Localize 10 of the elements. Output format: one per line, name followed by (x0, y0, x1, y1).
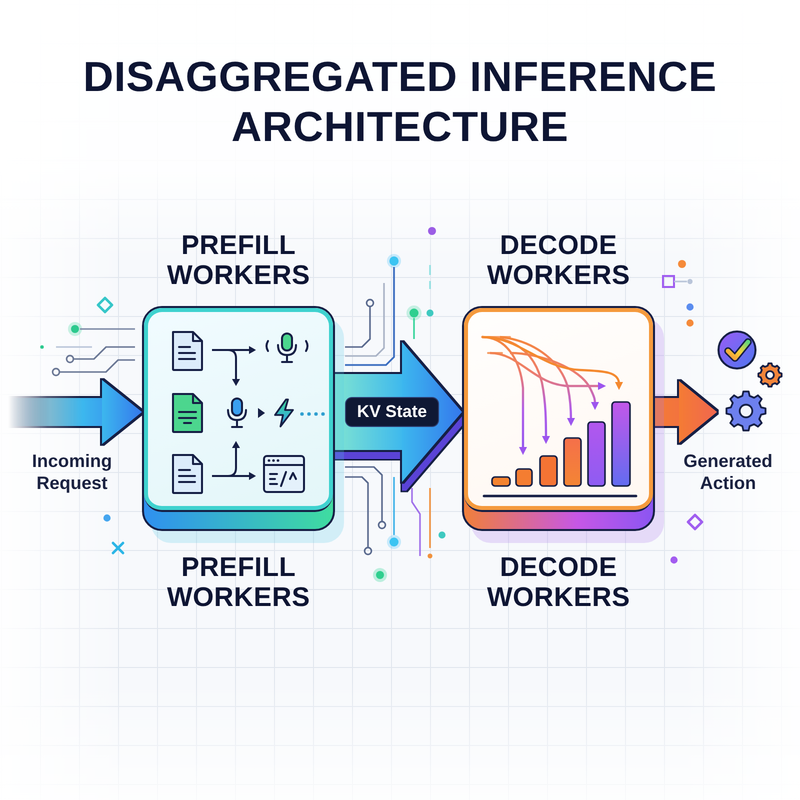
panel-title: DECODE WORKERS (486, 552, 630, 612)
panel-title: DECODE WORKERS (486, 230, 630, 290)
diagram-title: DISAGGREGATED INFERENCE ARCHITECTURE (82, 52, 718, 152)
block-arrow (655, 381, 717, 443)
edge-label: KV State (345, 397, 439, 427)
edge-label: Generated Action (683, 450, 773, 494)
edge-label: Incoming Request (32, 450, 112, 494)
panel-title: PREFILL WORKERS (166, 230, 310, 290)
panel-title: PREFILL WORKERS (166, 552, 310, 612)
block-arrow (335, 342, 462, 482)
